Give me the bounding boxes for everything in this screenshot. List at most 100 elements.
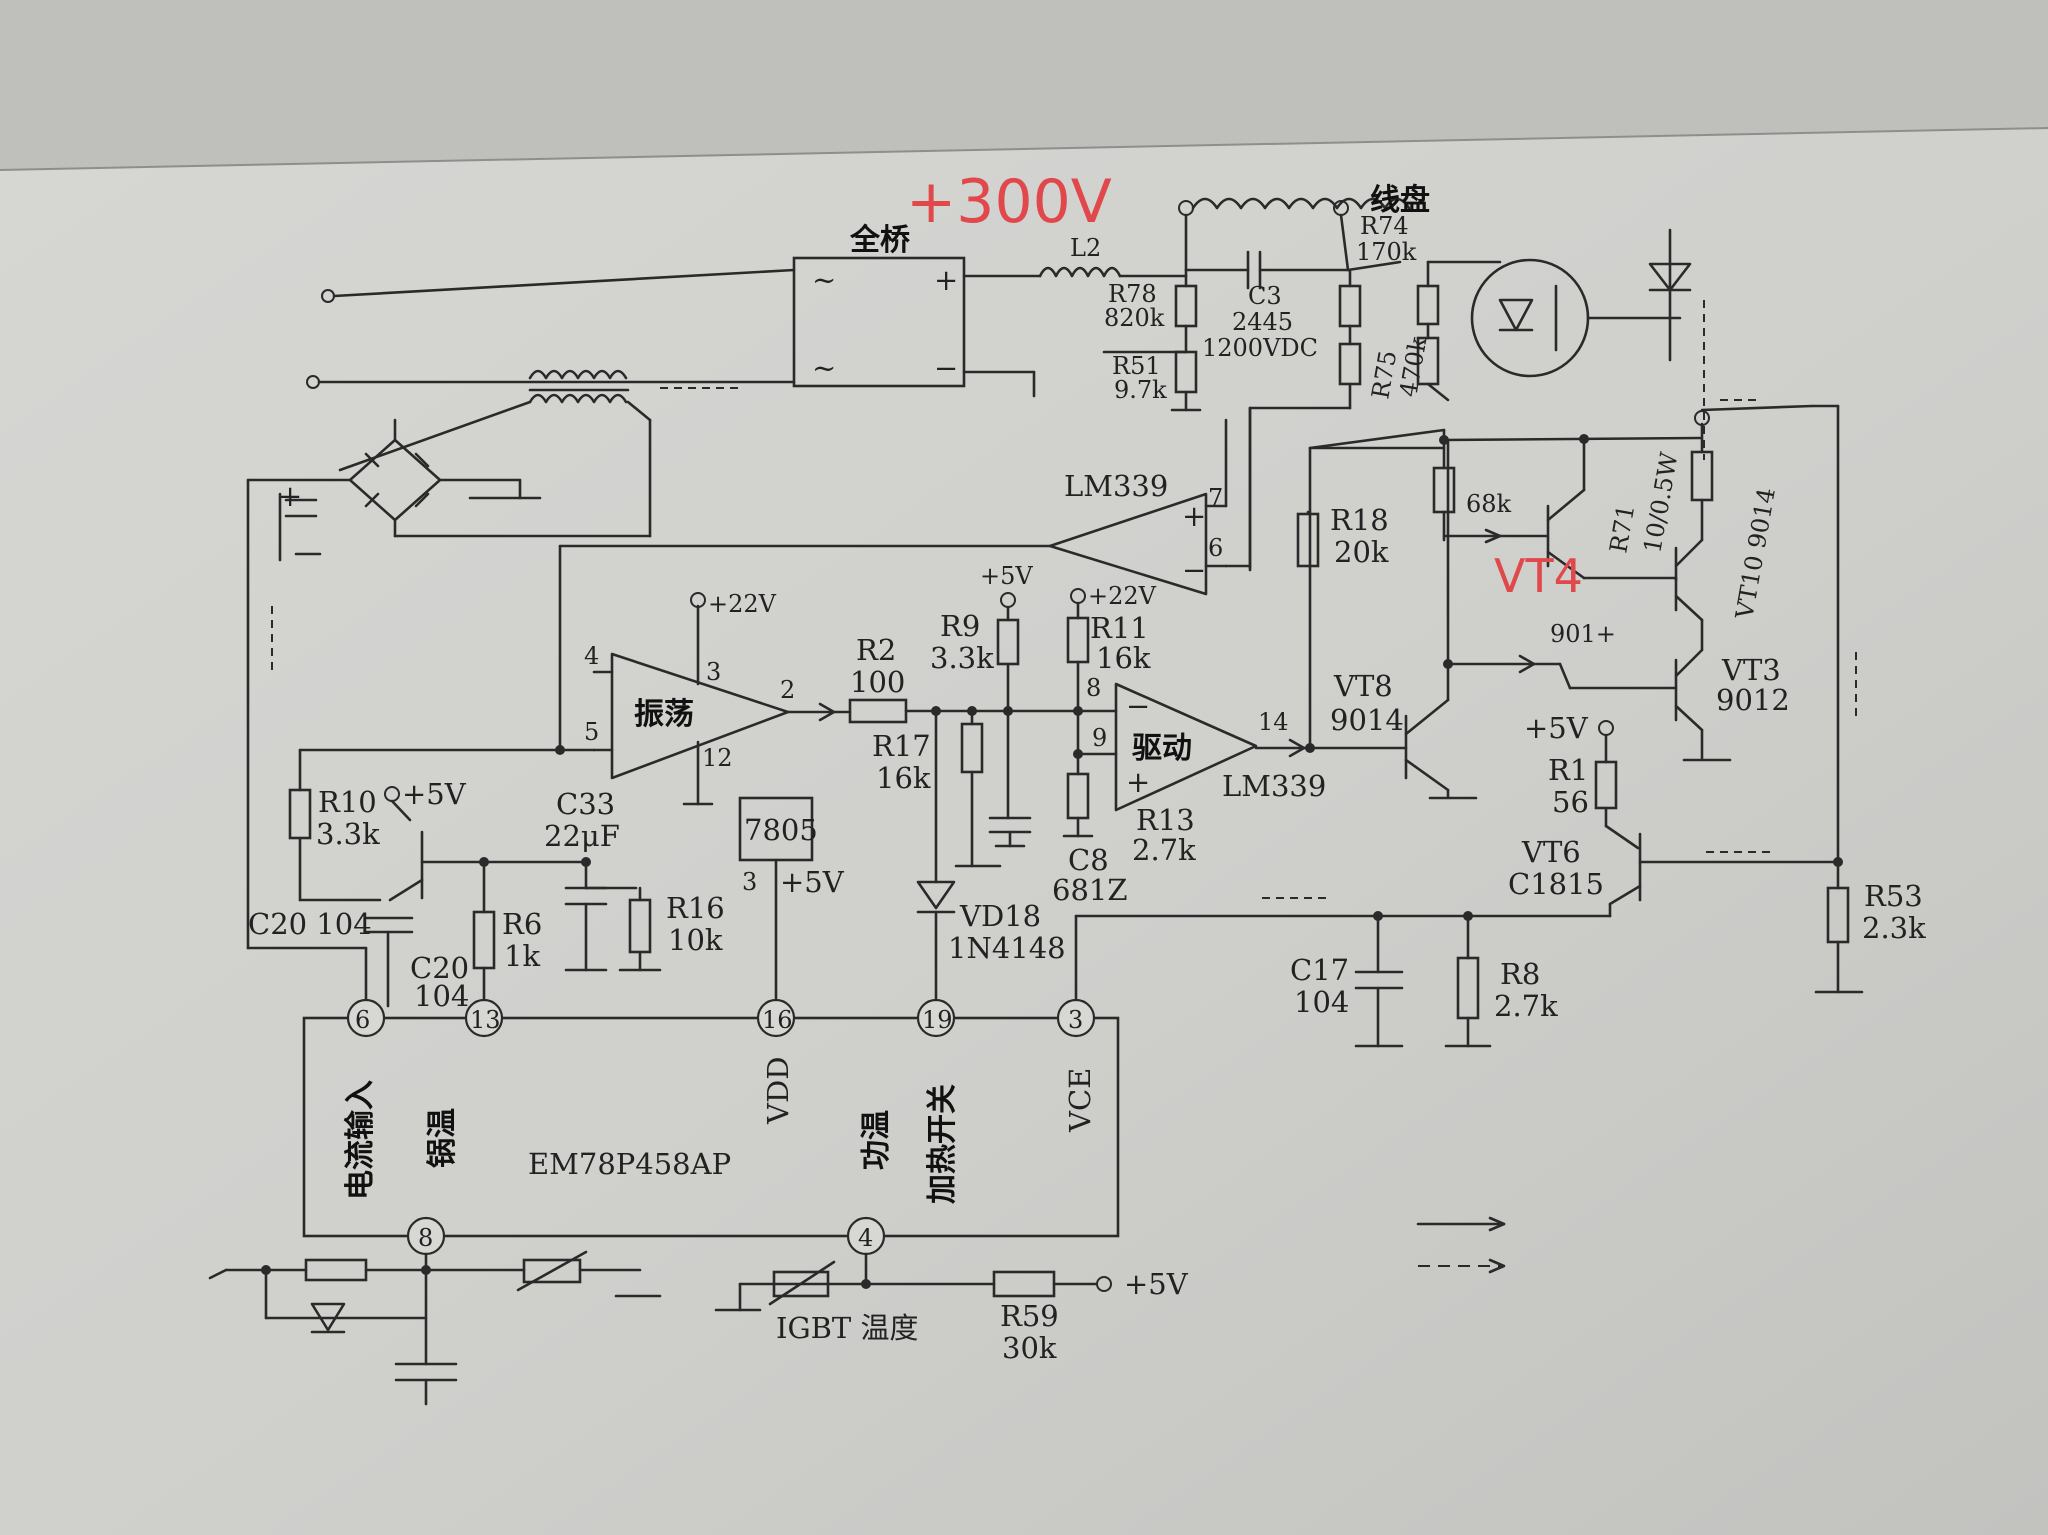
vt4-annotation: VT4 — [1494, 549, 1583, 603]
svg-text:16k: 16k — [1096, 641, 1151, 675]
svg-text:104: 104 — [414, 979, 469, 1013]
svg-text:170k: 170k — [1356, 238, 1417, 266]
svg-text:C3: C3 — [1248, 282, 1282, 310]
svg-text:VT6: VT6 — [1521, 835, 1581, 869]
svg-text:L2: L2 — [1070, 234, 1101, 262]
svg-text:14: 14 — [1258, 708, 1289, 736]
paper-top-edge — [0, 0, 2048, 170]
driver-section: −+ — [1062, 446, 1446, 838]
svg-text:8: 8 — [418, 1224, 433, 1252]
svg-text:+22V: +22V — [1088, 582, 1157, 610]
svg-text:681Z: 681Z — [1052, 873, 1128, 907]
svg-text:R59: R59 — [1000, 1299, 1059, 1333]
svg-text:2.7k: 2.7k — [1494, 989, 1558, 1023]
svg-text:9012: 9012 — [1716, 683, 1790, 717]
svg-text:C17: C17 — [1290, 953, 1349, 987]
svg-text:C8: C8 — [1068, 843, 1109, 877]
svg-text:驱动: 驱动 — [1132, 731, 1192, 766]
svg-text:C20 104: C20 104 — [248, 907, 372, 941]
svg-text:−: − — [934, 351, 958, 385]
svg-text:9014: 9014 — [1330, 703, 1404, 737]
svg-text:6: 6 — [1208, 534, 1223, 562]
svg-text:104: 104 — [1294, 985, 1349, 1019]
svg-text:R11: R11 — [1090, 611, 1149, 645]
svg-text:19: 19 — [922, 1006, 953, 1034]
svg-text:R16: R16 — [666, 891, 725, 925]
svg-text:~: ~ — [812, 263, 836, 297]
svg-text:1200VDC: 1200VDC — [1202, 334, 1318, 362]
driver-amp — [1114, 682, 1258, 812]
svg-text:1N4148: 1N4148 — [948, 931, 1066, 965]
svg-text:+: + — [278, 479, 302, 513]
svg-text:9: 9 — [1092, 724, 1107, 752]
igbt-ntc — [772, 1270, 830, 1298]
output-stage — [1308, 404, 1840, 862]
svg-text:+5V: +5V — [1124, 1267, 1189, 1301]
svg-text:R18: R18 — [1330, 503, 1389, 537]
svg-text:C1815: C1815 — [1508, 867, 1604, 901]
svg-text:901+: 901+ — [1550, 620, 1616, 648]
svg-text:R1: R1 — [1548, 753, 1588, 787]
svg-text:+5V: +5V — [780, 865, 845, 899]
svg-text:820k: 820k — [1104, 304, 1165, 332]
svg-text:30k: 30k — [1002, 1331, 1057, 1365]
bias-section — [246, 748, 814, 1008]
svg-text:功温: 功温 — [859, 1110, 894, 1170]
svg-text:10k: 10k — [668, 923, 723, 957]
svg-text:电流输入: 电流输入 — [343, 1080, 378, 1200]
labels: +300V VT4 全桥 线盘 L2 R78 820k R51 9.7k C3 … — [248, 167, 1926, 1365]
svg-text:VDD: VDD — [761, 1057, 795, 1125]
svg-text:LM339: LM339 — [1222, 769, 1326, 803]
svg-text:4: 4 — [584, 642, 599, 670]
svg-text:R13: R13 — [1136, 803, 1195, 837]
svg-text:3.3k: 3.3k — [316, 817, 380, 851]
svg-text:9.7k: 9.7k — [1114, 376, 1167, 404]
svg-text:VCE: VCE — [1063, 1068, 1097, 1133]
svg-text:8: 8 — [1086, 674, 1101, 702]
svg-text:~: ~ — [812, 351, 836, 385]
svg-text:1k: 1k — [504, 939, 540, 973]
bridge-section: ~ ~ + − + — [246, 256, 1188, 922]
svg-text:100: 100 — [850, 665, 905, 699]
svg-text:2.3k: 2.3k — [1862, 911, 1926, 945]
svg-text:−: − — [1182, 553, 1206, 587]
svg-text:2.7k: 2.7k — [1132, 833, 1196, 867]
voltage-annotation: +300V — [906, 167, 1112, 237]
coil-winding — [1191, 197, 1411, 210]
mcu-section — [208, 998, 1506, 1406]
svg-text:C20: C20 — [410, 951, 469, 985]
svg-text:线盘: 线盘 — [1370, 183, 1430, 218]
svg-text:2445: 2445 — [1232, 308, 1293, 336]
svg-text:+5V: +5V — [980, 562, 1033, 590]
svg-text:13: 13 — [470, 1006, 501, 1034]
svg-text:2: 2 — [780, 676, 795, 704]
svg-text:6: 6 — [355, 1006, 370, 1034]
svg-text:振荡: 振荡 — [634, 697, 694, 732]
svg-text:3: 3 — [1068, 1006, 1083, 1034]
svg-text:3: 3 — [706, 658, 721, 686]
svg-text:12: 12 — [702, 744, 733, 772]
svg-text:C33: C33 — [556, 787, 615, 821]
resistor-r18 — [1296, 512, 1320, 568]
svg-text:R9: R9 — [940, 609, 980, 643]
oscillator-amp — [610, 652, 790, 780]
svg-text:全桥: 全桥 — [849, 223, 910, 258]
svg-text:R10: R10 — [318, 785, 377, 819]
svg-text:−: − — [1126, 689, 1150, 723]
svg-text:+5V: +5V — [1524, 711, 1589, 745]
svg-text:3: 3 — [742, 868, 757, 896]
svg-text:+: + — [934, 263, 958, 297]
svg-text:VD18: VD18 — [959, 899, 1041, 933]
svg-text:R78: R78 — [1108, 280, 1157, 308]
feedback-section — [1074, 652, 1864, 1048]
lm339-top-triangle — [1048, 492, 1208, 596]
svg-text:4: 4 — [858, 1224, 873, 1252]
svg-text:R2: R2 — [856, 633, 896, 667]
oscillator-section — [298, 592, 1076, 1008]
svg-text:VT3: VT3 — [1721, 653, 1781, 687]
svg-text:VT8: VT8 — [1333, 669, 1393, 703]
mcu-name: EM78P458AP — [528, 1147, 731, 1181]
svg-text:LM339: LM339 — [1064, 469, 1168, 503]
inductor-l2 — [1038, 266, 1122, 278]
